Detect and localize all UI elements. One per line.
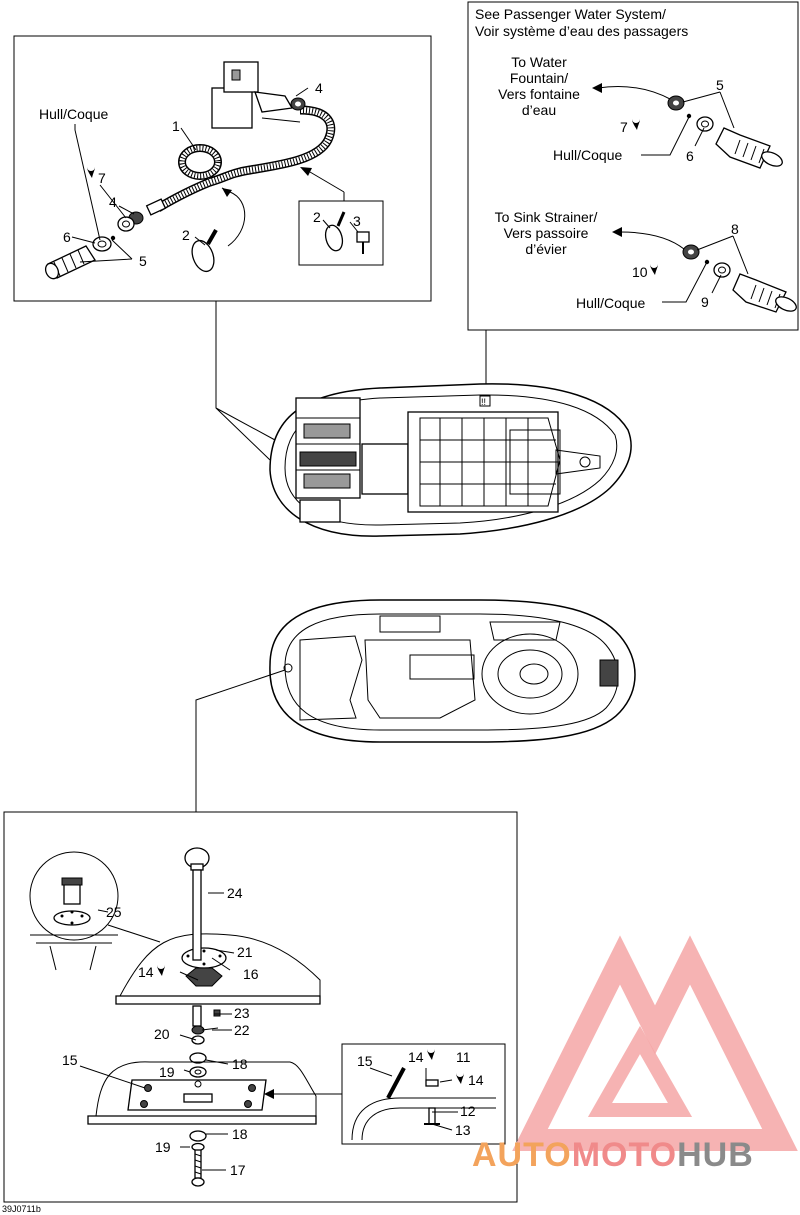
drain-plug-panel: 24 25 21 14 16 23 20 22 15 19 18 18 19 1… bbox=[3, 811, 518, 1203]
hull-deck-view bbox=[269, 599, 636, 743]
callout-16: 16 bbox=[243, 966, 259, 982]
callout-17: 17 bbox=[230, 1162, 246, 1178]
leader-hose-to-hull bbox=[215, 301, 276, 461]
fountain-label-4: d’eau bbox=[522, 102, 556, 118]
callout-18-bottom: 18 bbox=[232, 1126, 248, 1142]
callout-4-left: 4 bbox=[109, 194, 117, 210]
figure-code: 39J0711b bbox=[2, 1204, 41, 1214]
hull-label-right-1: Hull/Coque bbox=[553, 147, 622, 163]
fountain-label-1: To Water bbox=[511, 54, 567, 70]
callout-12: 12 bbox=[460, 1103, 476, 1119]
callout-4-top: 4 bbox=[315, 80, 323, 96]
callout-19-bottom: 19 bbox=[155, 1139, 171, 1155]
passenger-water-panel: See Passenger Water System/ Voir système… bbox=[467, 1, 799, 331]
watermark-part-1: AUTO bbox=[472, 1136, 572, 1174]
callout-21: 21 bbox=[237, 944, 253, 960]
inset-strap-screw bbox=[298, 167, 384, 266]
passenger-box-title-2: Voir système d’eau des passagers bbox=[475, 23, 688, 39]
watermark-part-3: HUB bbox=[677, 1136, 754, 1174]
drain-plug-rod bbox=[184, 847, 210, 1027]
callout-11: 11 bbox=[456, 1049, 471, 1065]
fountain-label-3: Vers fontaine bbox=[498, 86, 580, 102]
hull-label-left: Hull/Coque bbox=[39, 106, 108, 122]
drain-detail-circle bbox=[29, 851, 119, 971]
cross-section-inset bbox=[341, 1043, 506, 1145]
corrugated-hose bbox=[155, 105, 336, 212]
floor-panel-top bbox=[115, 933, 321, 1005]
floor-panel-bottom bbox=[87, 1061, 317, 1125]
nut-stack bbox=[189, 1025, 207, 1078]
callout-5-right: 5 bbox=[716, 77, 724, 93]
lubricant-drop-icon bbox=[632, 119, 640, 130]
callout-18-top: 18 bbox=[232, 1056, 248, 1072]
bottom-bolt bbox=[189, 1130, 207, 1187]
lubricant-drop-icon bbox=[650, 264, 658, 275]
svg-text:AUTOMOTOHUB: AUTOMOTOHUB bbox=[472, 1136, 754, 1174]
callout-5-left: 5 bbox=[139, 253, 147, 269]
callout-14-inset: 14 bbox=[408, 1049, 424, 1065]
callout-7-right: 7 bbox=[620, 119, 628, 135]
callout-13: 13 bbox=[455, 1122, 471, 1138]
fitting-stack-left bbox=[44, 198, 167, 280]
watermark-part-2: MOTO bbox=[572, 1136, 677, 1174]
pump-block bbox=[211, 61, 301, 129]
callout-8: 8 bbox=[731, 221, 739, 237]
hose-assembly-panel: Hull/Coque 1 4 7 4 2 6 5 2 3 bbox=[13, 35, 432, 302]
tie-strap bbox=[191, 229, 218, 273]
hull-top-view: !! bbox=[269, 383, 632, 537]
hull-label-right-2: Hull/Coque bbox=[576, 295, 645, 311]
fountain-label-2: Fountain/ bbox=[510, 70, 568, 86]
callout-19-top: 19 bbox=[159, 1064, 175, 1080]
deck-grid bbox=[419, 417, 601, 507]
callout-22: 22 bbox=[234, 1022, 250, 1038]
sink-label-1: To Sink Strainer/ bbox=[495, 209, 598, 225]
callout-10: 10 bbox=[632, 264, 648, 280]
callout-9: 9 bbox=[701, 294, 709, 310]
callout-15-main: 15 bbox=[62, 1052, 78, 1068]
callout-1: 1 bbox=[172, 118, 180, 134]
lubricant-drop-icon bbox=[456, 1073, 464, 1084]
callout-23: 23 bbox=[234, 1005, 250, 1021]
callout-25: 25 bbox=[106, 904, 122, 920]
callout-14-top: 14 bbox=[138, 964, 154, 980]
callout-2-inset: 2 bbox=[313, 209, 321, 225]
callout-6-left: 6 bbox=[63, 229, 71, 245]
callout-7-left: 7 bbox=[98, 170, 106, 186]
watermark-logo: AUTOMOTOHUB bbox=[472, 935, 798, 1174]
lubricant-drop-icon bbox=[157, 965, 165, 976]
callout-15-inset: 15 bbox=[357, 1053, 373, 1069]
callout-2-strap: 2 bbox=[182, 227, 190, 243]
hose-clamp-top bbox=[290, 97, 306, 111]
callout-20: 20 bbox=[154, 1026, 170, 1042]
fountain-fitting bbox=[667, 95, 783, 169]
lubricant-drop-icon bbox=[87, 167, 95, 178]
callout-24: 24 bbox=[227, 885, 243, 901]
sink-label-2: Vers passoire bbox=[504, 225, 589, 241]
leader-hull-to-drain bbox=[195, 669, 286, 812]
callout-3-inset: 3 bbox=[353, 213, 361, 229]
callout-6-right: 6 bbox=[686, 148, 694, 164]
sink-fitting bbox=[682, 244, 797, 313]
leader-arrow-strap bbox=[221, 187, 246, 247]
passenger-box-title-1: See Passenger Water System/ bbox=[475, 6, 666, 22]
callout-14-inset-right: 14 bbox=[468, 1072, 484, 1088]
sink-label-3: d’évier bbox=[525, 241, 567, 257]
lubricant-drop-icon bbox=[427, 1049, 435, 1060]
svg-text:!!: !! bbox=[481, 397, 486, 407]
